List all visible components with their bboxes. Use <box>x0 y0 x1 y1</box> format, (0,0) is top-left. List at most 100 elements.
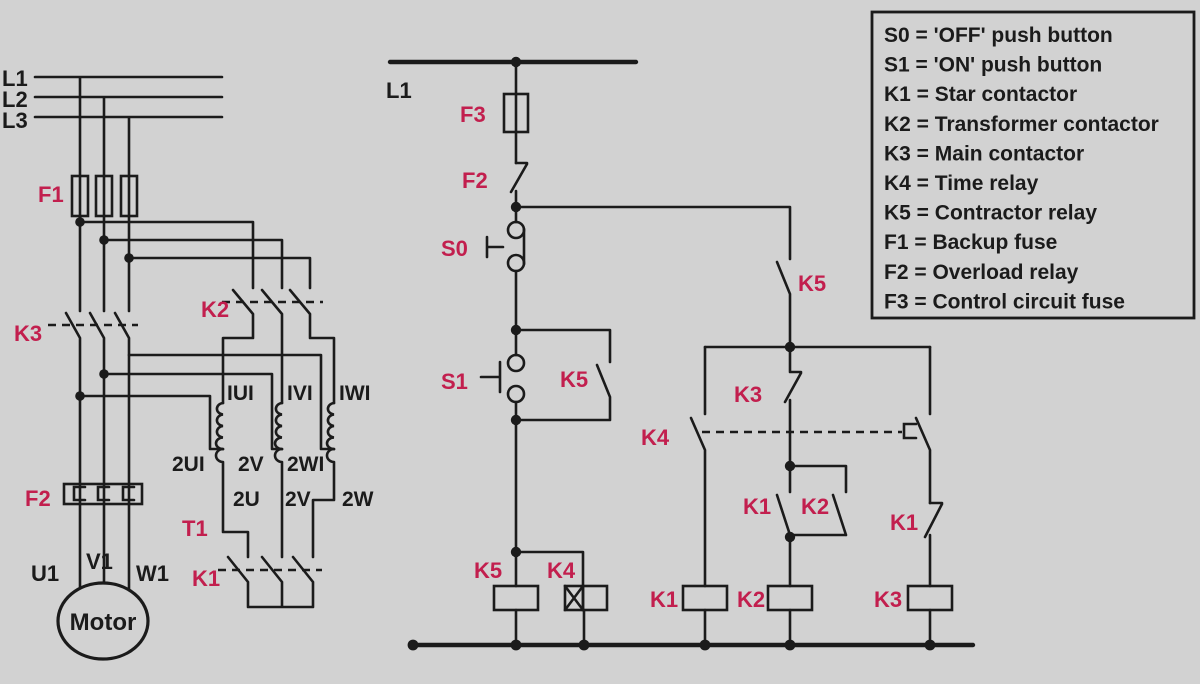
label-f3: F3 <box>460 102 486 127</box>
label-k5-contact: K5 <box>798 271 826 296</box>
coil-icon <box>766 584 814 612</box>
label-k1-power: K1 <box>192 566 220 591</box>
legend-row-k5: K5 = Contractor relay <box>884 202 1097 225</box>
s1-on-button: S1 <box>441 328 526 554</box>
label-k3: K3 <box>14 321 42 346</box>
supply-lines: L1 L2 L3 <box>2 66 224 178</box>
label-tap-w: 2WI <box>287 453 324 476</box>
control-return-bus <box>407 639 976 651</box>
legend-row-f1: F1 = Backup fuse <box>884 231 1057 254</box>
fuse-through-wires <box>78 174 131 218</box>
f2-nc-contact: F2 <box>462 161 529 213</box>
k2-coil-branch: K3 K1 K2 K2 <box>734 345 848 647</box>
coil-icon <box>681 584 729 612</box>
k2-parallel-contact <box>788 464 848 537</box>
k5-seal-contact: K5 <box>510 328 612 426</box>
label-k3-coil: K3 <box>874 587 902 612</box>
winding-w-coil <box>311 401 336 559</box>
control-supply-bus: L1 <box>386 56 639 103</box>
f2-overload-relay: F2 <box>25 482 144 511</box>
label-k1-contact: K1 <box>743 494 771 519</box>
label-control-l1: L1 <box>386 78 412 103</box>
legend-row-k1: K1 = Star contactor <box>884 83 1077 106</box>
label-tap-v: 2V <box>238 453 264 476</box>
legend-box: S0 = 'OFF' push button S1 = 'ON' push bu… <box>870 10 1196 320</box>
k3-interlock-symbol <box>783 345 803 468</box>
k2-transformer-contactor: K2 <box>201 288 336 405</box>
junction-dot <box>124 253 134 263</box>
k1-parallel-contact <box>775 464 792 588</box>
junction-dot <box>510 639 522 651</box>
k1-contact-blades <box>226 555 315 609</box>
phase-branches <box>75 214 312 313</box>
label-tap-u: 2UI <box>172 453 205 476</box>
button-contact-icon <box>506 253 526 273</box>
f3-fuse: F3 <box>460 60 530 165</box>
label-w1: W1 <box>136 561 169 586</box>
label-k2-contact: K2 <box>801 494 829 519</box>
timed-contact-wires <box>914 345 932 505</box>
motor-lead-wires <box>78 482 131 591</box>
label-winding-top-v: IVI <box>287 382 313 405</box>
k5-no-contact: K5 <box>514 205 932 353</box>
k1-star-contactor: K1 <box>192 555 322 609</box>
junction-dot <box>407 639 419 651</box>
button-contact-icon <box>506 220 526 240</box>
legend-row-s1: S1 = 'ON' push button <box>884 54 1102 77</box>
k5-coil: K5 <box>474 546 540 647</box>
transformer-t1: IUI IVI IWI 2UI 2V 2WI 2U 2V 2W T1 <box>78 353 374 559</box>
fuse-icon <box>502 92 530 134</box>
branch-wires <box>78 214 312 313</box>
label-k2-coil: K2 <box>737 587 765 612</box>
label-s1: S1 <box>441 369 468 394</box>
f2-contact-symbol <box>509 161 529 209</box>
label-l3: L3 <box>2 108 28 133</box>
k4-contact-branch: K4 K1 <box>641 345 918 647</box>
k5-contact-wires <box>514 205 792 349</box>
legend-row-f2: F2 = Overload relay <box>884 261 1079 284</box>
label-out-2v: 2V <box>285 488 311 511</box>
junction-dot <box>784 531 796 543</box>
label-k2: K2 <box>201 297 229 322</box>
control-circuit: L1 F3 F2 S0 S1 <box>386 56 976 651</box>
coil-icon <box>581 584 609 612</box>
legend-row-k2: K2 = Transformer contactor <box>884 113 1159 136</box>
junction-dot <box>924 639 936 651</box>
label-out-2w: 2W <box>342 488 374 511</box>
s1-wires <box>479 328 518 554</box>
coil-icon <box>906 584 954 612</box>
f1-fuses: F1 <box>38 174 139 218</box>
label-v1: V1 <box>86 549 113 574</box>
legend-row-k3: K3 = Main contactor <box>884 142 1084 165</box>
coil-icon <box>492 584 540 612</box>
k4-contact-wires <box>689 345 707 647</box>
label-k4-coil: K4 <box>547 558 576 583</box>
button-contact-icon <box>506 384 526 404</box>
s0-off-button: S0 <box>441 205 526 336</box>
label-winding-top-u: IUI <box>227 382 254 405</box>
motor: Motor U1 V1 W1 <box>31 482 169 661</box>
label-f1: F1 <box>38 182 64 207</box>
junction-dot <box>510 414 522 426</box>
k3-contact-blades <box>64 311 131 486</box>
k1-interlock-symbol <box>923 501 944 588</box>
label-out-2u: 2U <box>233 488 260 511</box>
power-circuit: L1 L2 L3 F1 K3 <box>2 66 374 661</box>
label-motor: Motor <box>70 609 137 636</box>
k5-seal-wires <box>514 328 612 422</box>
k3-coil-branch: K1 K3 <box>874 345 954 647</box>
button-contact-icon <box>506 353 526 373</box>
s0-wires <box>485 205 526 332</box>
junction-dot <box>784 639 796 651</box>
junction-dot <box>578 639 590 651</box>
label-f2-power: F2 <box>25 486 51 511</box>
label-k3-interlock: K3 <box>734 382 762 407</box>
time-delay-symbol <box>902 422 918 440</box>
time-relay-x-mark <box>563 584 585 612</box>
winding-u-coil <box>214 401 250 559</box>
junction-dot <box>99 235 109 245</box>
k4-time-relay-coil: K4 <box>514 550 609 647</box>
legend-row-s0: S0 = 'OFF' push button <box>884 24 1113 47</box>
